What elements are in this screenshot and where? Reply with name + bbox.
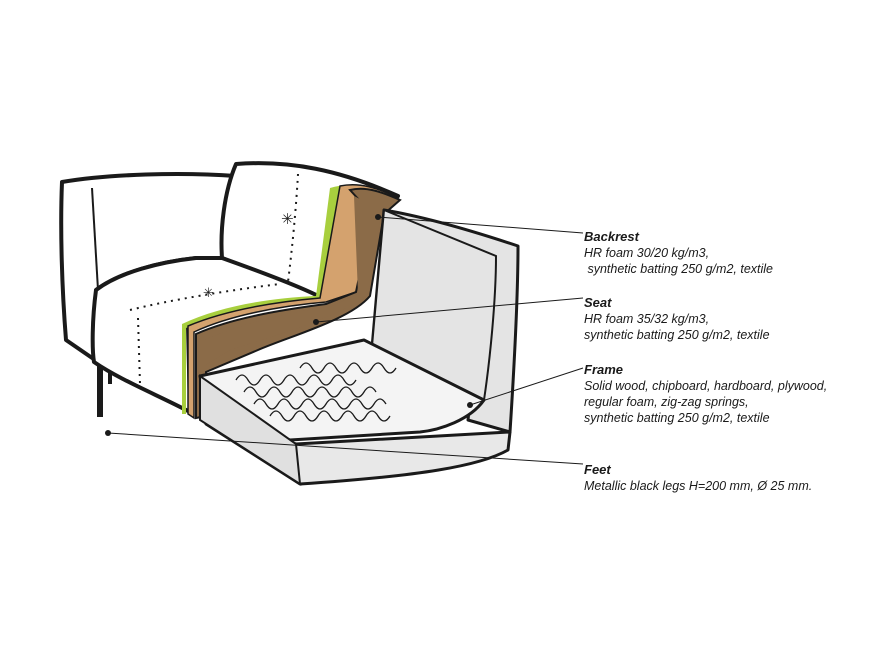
callout-backrest-line: synthetic batting 250 g/m2, textile — [584, 262, 773, 276]
callout-seat-line: synthetic batting 250 g/m2, textile — [584, 328, 770, 342]
seat-stitching — [129, 283, 281, 311]
callout-seat-title: Seat — [584, 295, 612, 310]
callout-feet-line: Metallic black legs H=200 mm, Ø 25 mm. — [584, 479, 813, 493]
leg-front — [97, 355, 103, 417]
callout-seat: Seat HR foam 35/32 kg/m3, synthetic batt… — [584, 295, 770, 343]
callout-backrest: Backrest HR foam 30/20 kg/m3, synthetic … — [584, 229, 773, 277]
dot-backrest — [375, 214, 381, 220]
leader-feet — [107, 432, 584, 465]
callout-frame-title: Frame — [584, 362, 624, 377]
dot-seat — [313, 319, 319, 325]
callout-backrest-line: HR foam 30/20 kg/m3, — [584, 246, 710, 260]
backrest-button-icon: ✳ — [281, 210, 294, 228]
callout-backrest-title: Backrest — [584, 229, 639, 244]
frame-side-panel — [199, 374, 302, 486]
callout-frame-line: regular foam, zig-zag springs, — [584, 395, 749, 409]
callout-seat-line: HR foam 35/32 kg/m3, — [584, 312, 710, 326]
leader-dots — [105, 214, 473, 436]
armrest-inner-edge — [91, 187, 99, 291]
callout-frame-line: Solid wood, chipboard, hardboard, plywoo… — [584, 379, 828, 393]
dot-frame — [467, 402, 473, 408]
seat-button-icon: ✳ — [203, 286, 214, 301]
dot-feet — [105, 430, 111, 436]
zig-zag-springs — [235, 362, 397, 422]
callout-feet-title: Feet — [584, 462, 611, 477]
foam-core-fill — [204, 196, 382, 366]
leader-lines — [107, 216, 584, 465]
callout-frame: Frame Solid wood, chipboard, hardboard, … — [584, 362, 827, 426]
callout-feet: Feet Metallic black legs H=200 mm, Ø 25 … — [584, 462, 812, 494]
callout-frame-line: synthetic batting 250 g/m2, textile — [584, 411, 770, 425]
seat-batting-layer — [187, 184, 400, 420]
leader-backrest — [377, 216, 584, 234]
leader-frame — [469, 367, 584, 406]
leader-seat — [315, 297, 584, 323]
